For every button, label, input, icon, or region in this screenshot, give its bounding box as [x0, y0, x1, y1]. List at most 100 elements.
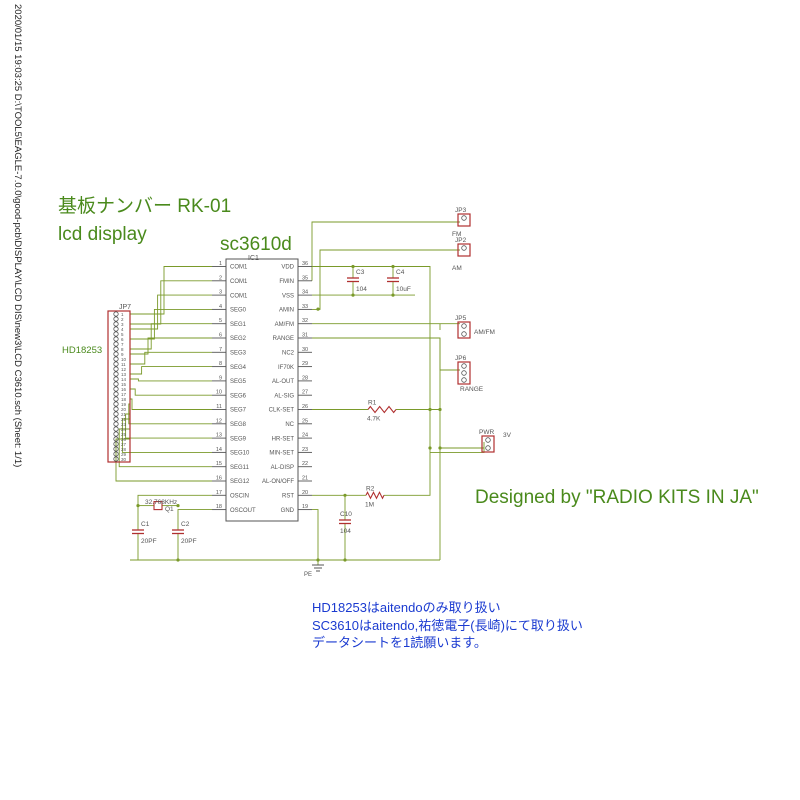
jp7-pin-pad [113, 401, 119, 407]
ic-pin-name: AL-ON/OFF [262, 479, 294, 485]
jp7-to-ic-wire [130, 388, 212, 396]
jp7-pin-pad [113, 366, 119, 372]
jp7-pin-number: 6 [121, 337, 124, 342]
connector-name-label: HD18253 [62, 345, 103, 356]
ic-pin-name: SEG6 [230, 393, 247, 399]
jp3-label: FM [452, 231, 461, 238]
jp7-pin-pad [113, 336, 119, 342]
junction-dot [428, 407, 432, 412]
c10-ref: C10 [340, 511, 352, 518]
ic-pin-number: 20 [302, 490, 308, 496]
jp7-pin-pad [113, 346, 119, 352]
ic-pin-number: 26 [302, 404, 308, 410]
jp7-pin-number: 11 [121, 362, 126, 367]
jp7-pin-number: 21 [121, 412, 127, 417]
pwr-label: 3V [503, 432, 512, 439]
jp7-pin-pad [113, 356, 119, 362]
c10-value: 104 [340, 528, 351, 535]
amin-wire [312, 249, 460, 310]
ic-pin-name: SEG10 [230, 451, 250, 457]
ic-pin-name: GND [281, 508, 295, 514]
jp7-pin-number: 13 [121, 372, 127, 377]
jp7-pin-number: 7 [121, 342, 124, 347]
ic-pin-name: AMIN [279, 308, 294, 314]
r1-body [367, 405, 397, 414]
ic-pin-name: VDD [281, 265, 294, 271]
jp7-pin-number: 1 [121, 312, 124, 317]
ic-pin-name: SEG2 [230, 336, 247, 342]
jp2-am-pad [461, 245, 467, 251]
ic-pin-name: OSCOUT [230, 508, 256, 514]
junction-dot [316, 307, 320, 311]
r1-to-vdd [396, 338, 441, 410]
ic-pin-number: 11 [216, 404, 222, 410]
vdd-rail [312, 266, 431, 410]
jp7-pin-number: 24 [121, 427, 127, 432]
jp7-to-ic-wire [121, 418, 212, 453]
jp7-pin-number: 16 [121, 387, 127, 392]
note-line-1: HD18253はaitendoのみ取り扱い [312, 600, 501, 615]
jp2-label: AM [452, 265, 462, 272]
jp7-pin-pad [113, 406, 119, 412]
jp5-amfm-body [457, 321, 471, 339]
r1-ref: R1 [368, 400, 377, 407]
jp7-pin-number: 22 [121, 417, 127, 422]
jp7-pin-number: 4 [121, 327, 124, 332]
gnd-label: PE [304, 572, 312, 578]
jp7-pin-pad [113, 326, 119, 332]
c2-value: 20PF [181, 538, 197, 545]
ic-pin-number: 1 [219, 261, 222, 267]
junction-dot [176, 504, 180, 508]
jp7-pin-number: 23 [121, 422, 127, 427]
jp7-pin-pad [113, 351, 119, 357]
q1-value: 32.768KHz [145, 499, 177, 506]
jp7-pin-number: 8 [121, 347, 124, 352]
ic-pin-name: SEG1 [230, 322, 247, 328]
jp7-pin-number: 20 [121, 407, 127, 412]
ic-pin-name: AM/FM [275, 322, 294, 328]
jp7-to-ic-wire [130, 398, 212, 410]
jp7-to-ic-wire [130, 280, 212, 325]
ic-pin-name: OSCIN [230, 494, 249, 500]
pwr-pad [485, 445, 491, 451]
jp7-pin-number: 30 [121, 457, 127, 462]
junction-dot [343, 493, 347, 497]
ic-pin-name: AL-DISP [271, 465, 294, 471]
jp7-to-ic-wire [130, 337, 212, 355]
jp7-to-ic-wire [118, 428, 212, 468]
ic-pin-name: IF70K [278, 365, 294, 371]
jp7-ref-label: JP7 [119, 304, 131, 311]
ic-pin-number: 24 [302, 433, 308, 439]
ic-pin-number: 8 [219, 361, 222, 367]
ic-pin-number: 27 [302, 390, 308, 396]
jp7-pin-pad [113, 386, 119, 392]
junction-dot [176, 558, 180, 562]
ic-pin-number: 15 [216, 461, 222, 467]
c2-ref: C2 [181, 521, 190, 528]
jp7-to-ic-wire [128, 403, 212, 425]
ic-pin-name: FMIN [279, 279, 294, 285]
r2-ref: R2 [366, 485, 375, 492]
range-wire [312, 337, 460, 371]
ic-pin-number: 23 [302, 447, 308, 453]
ic-pin-number: 32 [302, 318, 308, 324]
c1-value: 20PF [141, 538, 157, 545]
ic1-body [225, 258, 299, 522]
jp7-pin-pad [113, 441, 119, 447]
ic-pin-number: 36 [302, 261, 308, 267]
ic-pin-name: NC [285, 422, 294, 428]
jp7-pin-number: 12 [121, 367, 127, 372]
jp2-am-body [457, 243, 471, 257]
c1-ref: C1 [141, 521, 150, 528]
junction-dot [391, 264, 395, 269]
note-line-2: SC3610はaitendo,祐徳電子(長崎)にて取り扱い [312, 618, 583, 633]
ic-pin-name: NC2 [282, 351, 295, 357]
jp7-to-ic-wire [125, 413, 212, 439]
jp5-amfm-ref: JP5 [455, 315, 467, 322]
ic-pin-name: AL-SIG [274, 393, 294, 399]
ic-pin-number: 14 [216, 447, 222, 453]
ic-pin-name: SEG12 [230, 479, 250, 485]
jp7-pin-pad [113, 311, 119, 317]
jp7-to-ic-wire [130, 308, 212, 340]
